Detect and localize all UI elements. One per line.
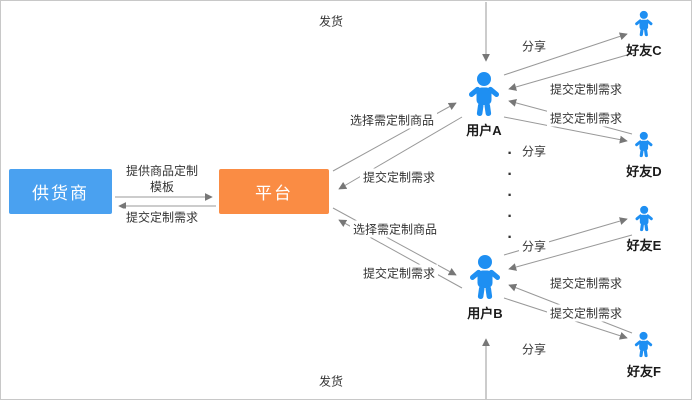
friend-c-label: 好友C	[626, 43, 662, 58]
provide-template-label: 提供商品定制 模板	[122, 163, 202, 195]
share-to-c-label: 分享	[518, 37, 550, 55]
friend-d-node: 好友D	[626, 131, 662, 180]
friend-c-person-icon	[635, 10, 653, 37]
user-b-node: 用户B	[465, 254, 505, 322]
supplier-submit-label: 提交定制需求	[122, 208, 202, 226]
friend-c-submit-label: 提交定制需求	[546, 80, 626, 98]
ship-bottom-label: 发货	[315, 372, 347, 390]
platform-label: 平台	[255, 184, 293, 203]
edge-share-c-line	[503, 32, 628, 76]
user-a-person-icon	[468, 72, 500, 117]
user-b-person-icon	[469, 255, 501, 300]
user-b-label: 用户B	[467, 306, 503, 321]
user-b-submit-label: 提交定制需求	[359, 264, 439, 282]
user-b-select-label: 选择需定制商品	[349, 220, 441, 238]
friend-d-person-icon	[635, 131, 653, 158]
share-to-f-label: 分享	[518, 340, 550, 358]
friend-f-label: 好友F	[627, 364, 661, 379]
friend-f-submit-label: 提交定制需求	[546, 304, 626, 322]
supplier-node: 供货商	[9, 169, 112, 214]
user-a-node: 用户A	[464, 71, 504, 139]
edge-friend-e-submit-line	[508, 234, 633, 271]
friend-e-person-icon	[635, 205, 653, 232]
friend-e-submit-label: 提交定制需求	[546, 274, 626, 292]
share-to-e-label: 分享	[518, 237, 550, 255]
friend-e-label: 好友E	[626, 238, 662, 253]
friend-e-node: 好友E	[626, 205, 662, 254]
more-users-ellipsis: · · · · ·	[507, 145, 513, 246]
platform-node: 平台	[219, 169, 329, 214]
ship-top-label: 发货	[315, 12, 347, 30]
edge-share-d-line	[503, 116, 628, 144]
friend-f-person-icon	[635, 331, 653, 358]
friend-d-submit-label: 提交定制需求	[546, 109, 626, 127]
supplier-label: 供货商	[32, 184, 89, 203]
friend-c-node: 好友C	[626, 10, 662, 59]
share-to-d-label: 分享	[518, 142, 550, 160]
user-a-submit-label: 提交定制需求	[359, 168, 439, 186]
edge-friend-c-submit-line	[508, 52, 635, 91]
edge-user-b-select-line	[332, 207, 457, 276]
friend-d-label: 好友D	[626, 164, 662, 179]
friend-f-node: 好友F	[627, 331, 661, 380]
edge-user-a-submit-line	[338, 116, 463, 190]
user-a-label: 用户A	[466, 123, 502, 138]
user-a-select-label: 选择需定制商品	[346, 111, 438, 129]
